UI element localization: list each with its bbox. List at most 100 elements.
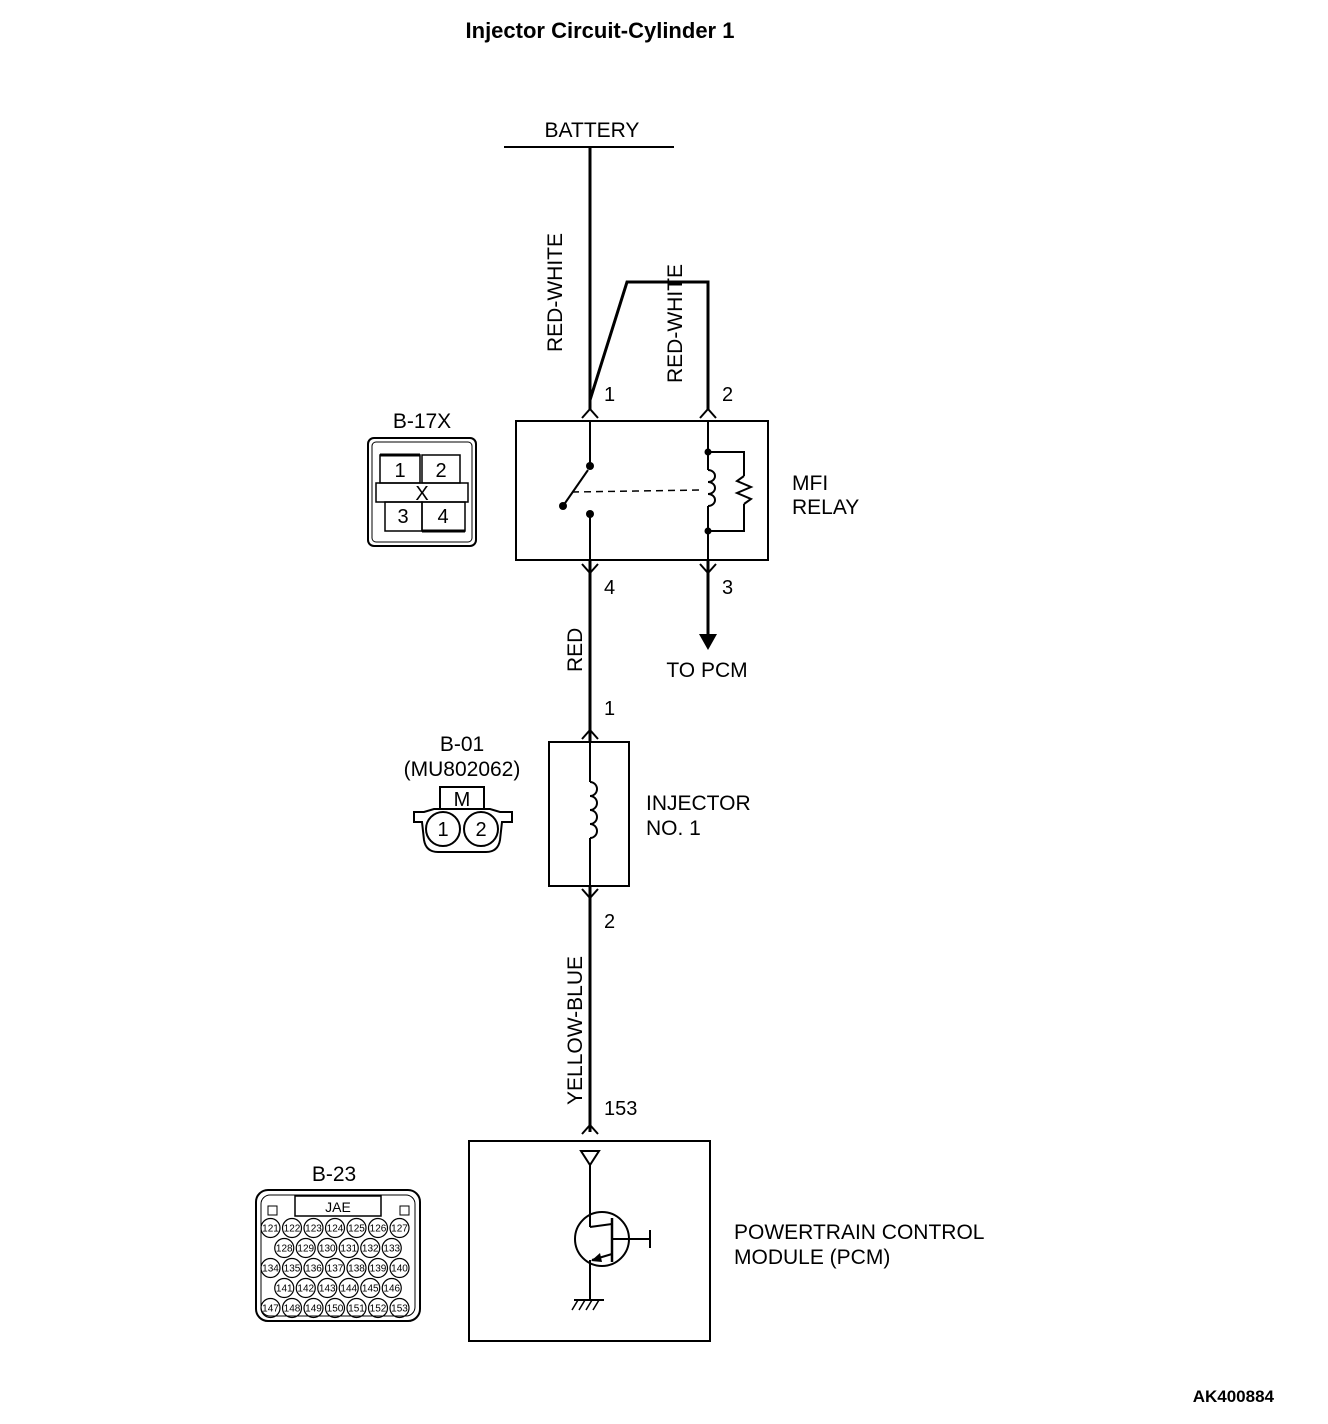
relay-pin-3-label: 3 xyxy=(722,577,733,599)
b23-pin-label: 152 xyxy=(370,1304,387,1315)
b23-pin-cell xyxy=(367,1257,389,1279)
b23-pin-cell xyxy=(324,1217,346,1239)
injector-pin-1-chevron xyxy=(581,728,599,740)
pcm-module xyxy=(468,1140,711,1342)
b17x-cell-3: 3 xyxy=(397,506,408,528)
b23-pin-cell xyxy=(360,1237,381,1259)
b23-pin-cell xyxy=(367,1217,389,1239)
b01-key: M xyxy=(454,789,471,811)
b23-pin-cell xyxy=(295,1277,316,1299)
relay-pin-1-label: 1 xyxy=(604,384,615,406)
b23-pin-label: 147 xyxy=(262,1304,279,1315)
b23-pin-label: 124 xyxy=(327,1224,344,1235)
b17x-cell-2: 2 xyxy=(435,460,446,482)
wire-relay-to-injector: RED xyxy=(564,560,592,742)
wire-label-red-white-2: RED-WHITE xyxy=(664,264,687,383)
b23-pin-label: 132 xyxy=(362,1244,379,1255)
b23-pin-cell xyxy=(281,1297,303,1319)
relay-pin-4-label: 4 xyxy=(604,577,615,599)
b23-pin-label: 135 xyxy=(284,1264,301,1275)
b23-maker: JAE xyxy=(325,1199,351,1215)
b23-pin-cell xyxy=(317,1277,338,1299)
relay-pin-chevrons-top xyxy=(581,407,717,419)
b23-pin-label: 144 xyxy=(340,1284,357,1295)
b23-pin-cell xyxy=(317,1237,338,1259)
pcm-pin-chevron xyxy=(581,1123,599,1135)
b23-pin-label: 153 xyxy=(391,1304,408,1315)
b01-pin-1: 1 xyxy=(437,819,448,841)
wire-label-red: RED xyxy=(564,628,587,672)
b23-pin-label: 130 xyxy=(319,1244,336,1255)
b23-pin-label: 137 xyxy=(327,1264,344,1275)
b23-pin-label: 146 xyxy=(383,1284,400,1295)
b17x-label: B-17X xyxy=(393,410,451,433)
relay-pin-chevrons-bottom xyxy=(581,563,717,575)
b23-pin-cell xyxy=(260,1257,281,1279)
diagram-title: Injector Circuit-Cylinder 1 xyxy=(466,18,735,43)
b01-part: (MU802062) xyxy=(404,758,521,781)
b23-pin-cell xyxy=(381,1237,402,1259)
b23-pin-cell xyxy=(346,1257,367,1279)
b23-pin-label: 142 xyxy=(297,1284,314,1295)
b23-pin-label: 134 xyxy=(262,1264,279,1275)
b23-pin-label: 125 xyxy=(348,1224,365,1235)
injector-pin-2-label: 2 xyxy=(604,911,615,933)
b01-label: B-01 xyxy=(440,733,484,756)
b23-pin-cell xyxy=(381,1277,402,1299)
mfi-relay xyxy=(515,420,769,561)
pcm-name-line1: POWERTRAIN CONTROL xyxy=(734,1221,984,1244)
b23-pin-label: 123 xyxy=(305,1224,322,1235)
b23-pin-label: 139 xyxy=(370,1264,387,1275)
b23-pin-label: 138 xyxy=(348,1264,365,1275)
figure-id: AK400884 xyxy=(1193,1387,1275,1406)
pcm-pin-label: 153 xyxy=(604,1098,637,1120)
b23-pin-cell xyxy=(389,1297,410,1319)
b23-pin-label: 143 xyxy=(319,1284,336,1295)
b23-pin-label: 122 xyxy=(284,1224,301,1235)
b23-pin-cell xyxy=(324,1257,346,1279)
b23-pin-cell xyxy=(260,1217,281,1239)
b17x-cell-1: 1 xyxy=(394,460,405,482)
b23-pin-cell xyxy=(360,1277,381,1299)
b23-pin-cell xyxy=(303,1297,324,1319)
b23-pin-cell xyxy=(281,1257,303,1279)
b23-pin-cell xyxy=(346,1217,367,1239)
b23-pin-cell xyxy=(274,1237,295,1259)
b23-pin-label: 145 xyxy=(362,1284,379,1295)
b23-pin-label: 121 xyxy=(262,1224,279,1235)
b23-pin-cell xyxy=(389,1257,410,1279)
b23-pin-label: 148 xyxy=(284,1304,301,1315)
b23-pin-cell xyxy=(295,1237,316,1259)
b23-pin-label: 133 xyxy=(383,1244,400,1255)
wire-battery-to-relay: RED-WHITE xyxy=(544,147,592,410)
b23-pin-cell xyxy=(338,1277,359,1299)
wire-jumper-to-relay-pin2: RED-WHITE xyxy=(588,264,710,410)
b23-pin-label: 128 xyxy=(276,1244,293,1255)
b23-pin-cell xyxy=(389,1217,410,1239)
battery-label: BATTERY xyxy=(545,119,640,142)
battery-bus: BATTERY xyxy=(504,119,674,148)
b23-pin-label: 149 xyxy=(305,1304,322,1315)
wire-injector-to-pcm: YELLOW-BLUE xyxy=(564,886,592,1132)
b23-pin-label: 136 xyxy=(305,1264,322,1275)
b17x-center: X xyxy=(415,483,428,505)
wire-label-red-white-1: RED-WHITE xyxy=(544,233,567,352)
relay-name-line2: RELAY xyxy=(792,496,859,519)
b23-pin-cell xyxy=(324,1297,346,1319)
b23-pin-label: 127 xyxy=(391,1224,408,1235)
injector-pin-1-label: 1 xyxy=(604,698,615,720)
to-pcm-label: TO PCM xyxy=(666,659,747,682)
b23-pin-cell xyxy=(346,1297,367,1319)
b23-pin-cell xyxy=(338,1237,359,1259)
b23-pin-label: 151 xyxy=(348,1304,365,1315)
connector-b01: B-01 (MU802062) M 1 2 xyxy=(404,733,521,853)
connector-b17x: B-17X 1 2 X 3 4 xyxy=(367,410,477,547)
b23-pin-cell xyxy=(303,1257,324,1279)
b23-pin-label: 150 xyxy=(327,1304,344,1315)
b23-pin-label: 141 xyxy=(276,1284,293,1295)
b23-pin-label: 140 xyxy=(391,1264,408,1275)
relay-name-line1: MFI xyxy=(792,472,828,495)
